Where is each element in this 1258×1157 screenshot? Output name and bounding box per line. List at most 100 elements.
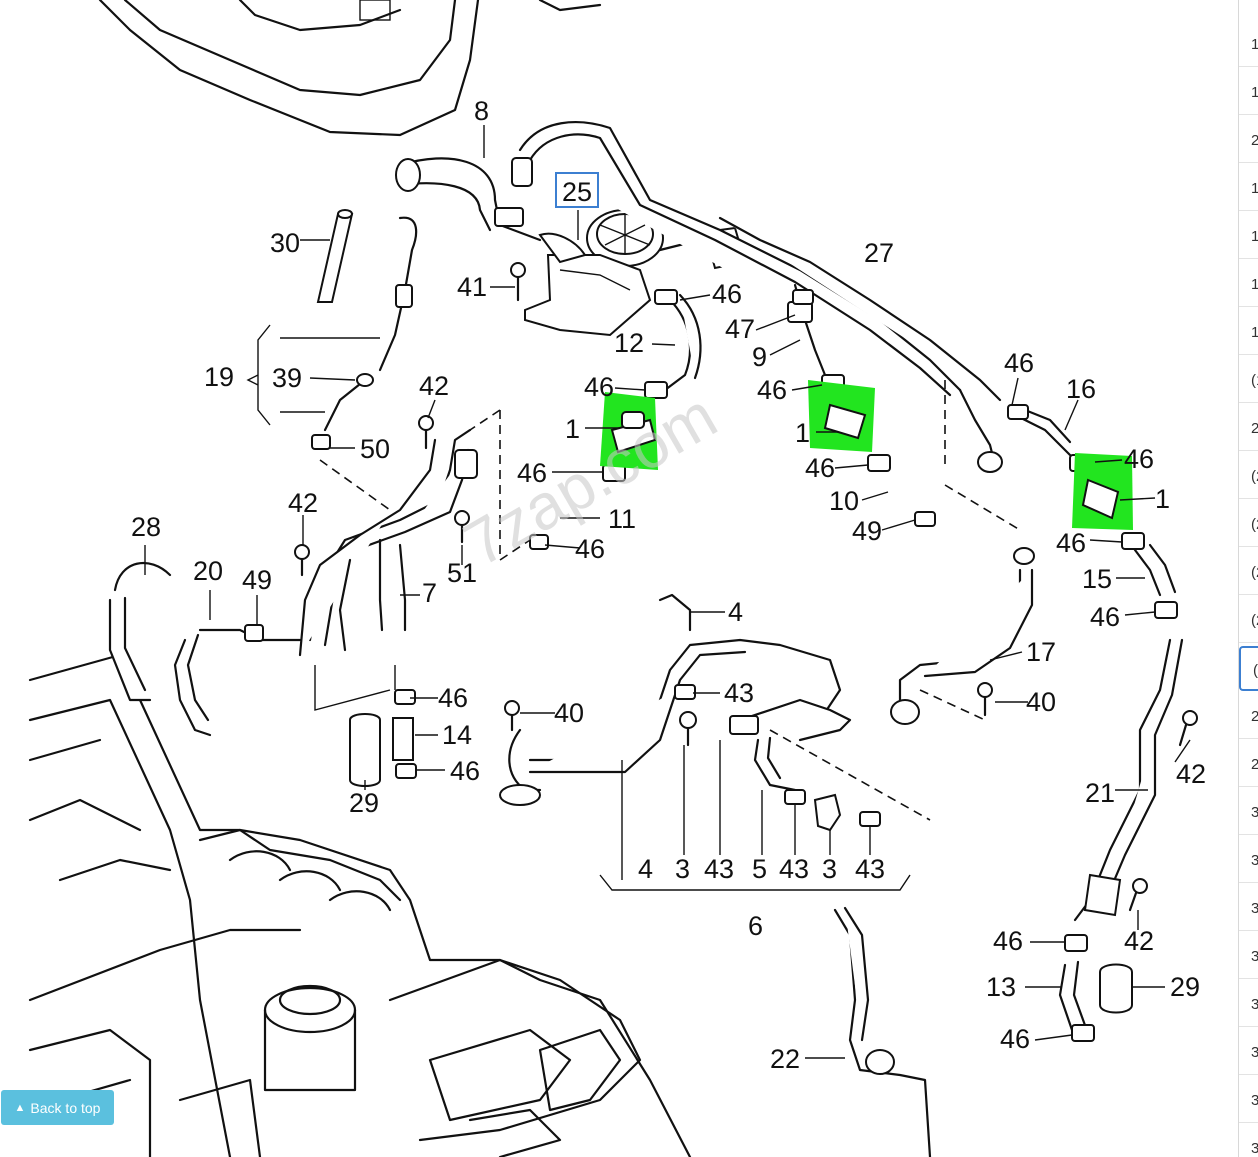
parts-list-row[interactable]: 3 — [1239, 1078, 1258, 1123]
hose-27 — [511, 121, 1003, 473]
callout-3: 3 — [822, 854, 837, 884]
bolts — [294, 262, 1198, 912]
callout-46: 46 — [1124, 444, 1154, 474]
hose-13 — [1058, 960, 1088, 1032]
hose-22 — [833, 906, 932, 1157]
callout-46: 46 — [450, 756, 480, 786]
callout-8: 8 — [474, 96, 489, 126]
parts-list-row[interactable]: 2 — [1239, 118, 1258, 163]
callout-22: 22 — [770, 1044, 800, 1074]
callout-43: 43 — [779, 854, 809, 884]
callout-46: 46 — [805, 453, 835, 483]
parts-list-row[interactable]: 1 — [1239, 70, 1258, 115]
callout-6: 6 — [748, 911, 763, 941]
highlight-valve-1-left — [600, 392, 658, 470]
callout-20: 20 — [193, 556, 223, 586]
callout-46: 46 — [757, 375, 787, 405]
parts-list-row[interactable]: (2 — [1239, 454, 1258, 499]
parts-list-row[interactable]: 3 — [1239, 1030, 1258, 1075]
callout-46: 46 — [584, 372, 614, 402]
parts-list-row[interactable]: 2 — [1239, 694, 1258, 739]
callout-46: 46 — [712, 279, 742, 309]
parts-list-row[interactable]: (1 — [1239, 358, 1258, 403]
chevron-up-icon: ▲ — [14, 1101, 26, 1114]
callout-46: 46 — [1090, 602, 1120, 632]
callout-50: 50 — [360, 434, 390, 464]
engine-cover-top — [98, 0, 602, 137]
callout-19: 19 — [204, 362, 234, 392]
engine-block-lower — [28, 653, 692, 1157]
callout-17: 17 — [1026, 637, 1056, 667]
highlight-valve-1-center — [808, 380, 875, 452]
callout-47: 47 — [725, 314, 755, 344]
callout-11: 11 — [608, 504, 636, 534]
callout-21: 21 — [1085, 778, 1115, 808]
callout-labels: 8 25 27 30 41 46 47 12 19 39 42 46 9 46 … — [131, 96, 1206, 1074]
leader-lines — [144, 125, 1191, 1059]
parts-list-row[interactable]: 2 — [1239, 742, 1258, 787]
parts-list-row[interactable]: 3 — [1239, 1126, 1258, 1157]
callout-3: 3 — [675, 854, 690, 884]
callout-27: 27 — [864, 238, 894, 268]
parts-list-row[interactable]: 3 — [1239, 886, 1258, 931]
callout-46: 46 — [1000, 1024, 1030, 1054]
highlight-valve-1-right — [1072, 453, 1133, 530]
callout-51: 51 — [447, 558, 477, 588]
callout-43: 43 — [704, 854, 734, 884]
parts-list-row[interactable]: 1 — [1239, 166, 1258, 211]
callout-41: 41 — [457, 272, 487, 302]
callout-43: 43 — [855, 854, 885, 884]
pipe-4 — [499, 593, 852, 806]
callout-42: 42 — [1124, 926, 1154, 956]
parts-list-row[interactable]: 3 — [1239, 790, 1258, 835]
hose-12 — [663, 293, 702, 392]
callout-42: 42 — [288, 488, 318, 518]
callout-28: 28 — [131, 512, 161, 542]
parts-list-row[interactable]: 3 — [1239, 838, 1258, 883]
callout-29: 29 — [349, 788, 379, 818]
hose-21 — [1073, 638, 1184, 922]
parts-list-row[interactable]: 1 — [1239, 214, 1258, 259]
callout-4: 4 — [638, 854, 653, 884]
parts-list-row[interactable]: (2 — [1239, 550, 1258, 595]
hose-5 — [753, 736, 842, 832]
parts-list-row[interactable]: (2 — [1239, 646, 1258, 691]
callout-1: 1 — [565, 414, 580, 444]
parts-list-row[interactable]: 3 — [1239, 934, 1258, 979]
callout-29: 29 — [1170, 972, 1200, 1002]
parts-list-row[interactable]: (2 — [1239, 598, 1258, 643]
callout-46: 46 — [517, 458, 547, 488]
callout-46: 46 — [575, 534, 605, 564]
back-to-top-button[interactable]: ▲ Back to top — [1, 1090, 114, 1125]
callout-13: 13 — [986, 972, 1016, 1002]
hose-8 — [395, 157, 542, 242]
hose-20 — [173, 628, 302, 737]
callout-43: 43 — [724, 678, 754, 708]
callout-42: 42 — [419, 371, 449, 401]
parts-list-panel: 1121111(12(2(2(2(2(22233333333 — [1238, 0, 1258, 1157]
pipe-19 — [323, 216, 418, 432]
callout-42: 42 — [1176, 759, 1206, 789]
callout-15: 15 — [1082, 564, 1112, 594]
callout-46: 46 — [993, 926, 1023, 956]
parts-list-row[interactable]: 1 — [1239, 262, 1258, 307]
callout-9: 9 — [752, 342, 767, 372]
callout-25: 25 — [562, 177, 592, 207]
callout-4: 4 — [728, 597, 743, 627]
parts-list-row[interactable]: 2 — [1239, 406, 1258, 451]
callout-46: 46 — [1056, 528, 1086, 558]
parts-list-row[interactable]: 1 — [1239, 22, 1258, 67]
callout-49: 49 — [852, 516, 882, 546]
callout-40: 40 — [1026, 687, 1056, 717]
parts-list-row[interactable]: (2 — [1239, 502, 1258, 547]
callout-46: 46 — [438, 683, 468, 713]
callout-5: 5 — [752, 854, 767, 884]
hose-17 — [890, 547, 1035, 725]
callout-1: 1 — [1155, 484, 1170, 514]
callout-1: 1 — [795, 418, 810, 448]
hose-15 — [1133, 543, 1177, 597]
parts-list-row[interactable]: 1 — [1239, 310, 1258, 355]
rod-30 — [316, 209, 354, 303]
parts-list-row[interactable]: 3 — [1239, 982, 1258, 1027]
